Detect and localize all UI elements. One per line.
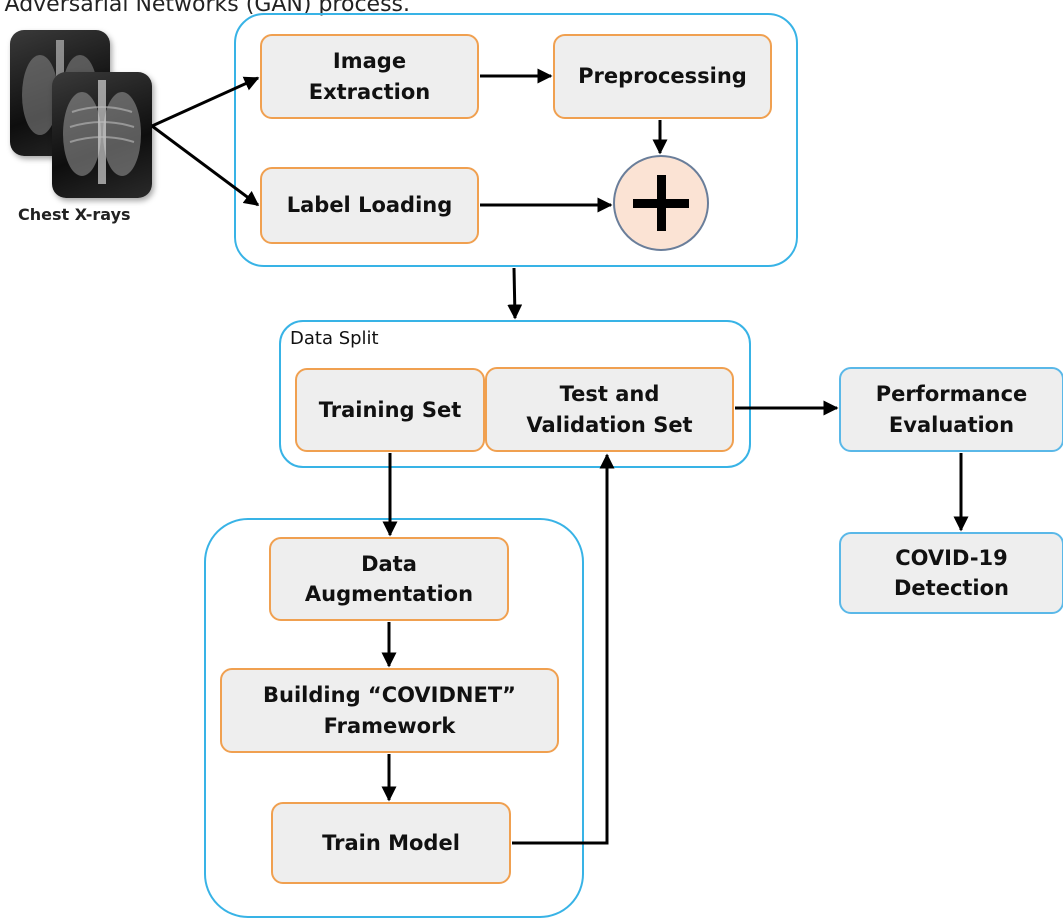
performance-evaluation-box: Performance Evaluation — [839, 367, 1063, 452]
data-split-title: Data Split — [290, 328, 379, 349]
train-model-box: Train Model — [271, 802, 511, 884]
flow-arrows — [151, 68, 969, 845]
arrow-extraction-group-to-data-split — [507, 267, 523, 320]
test-validation-set-box: Test and Validation Set — [485, 367, 734, 452]
covid-detection-box: COVID-19 Detection — [839, 532, 1063, 614]
arrow-train-model-to-test-validation — [512, 453, 615, 845]
preprocessing-box: Preprocessing — [553, 34, 772, 119]
arrow-xray-to-image-extraction — [151, 76, 260, 128]
extraction-group — [234, 13, 798, 267]
arrow-xray-to-label-loading — [151, 124, 260, 207]
figure-caption: e Adversarial Networks (GAN) process. — [0, 0, 411, 17]
training-set-box: Training Set — [295, 368, 485, 452]
image-extraction-box: Image Extraction — [260, 34, 479, 119]
chest-xray-image-front — [52, 72, 152, 198]
plus-icon — [613, 155, 709, 251]
label-loading-box: Label Loading — [260, 167, 479, 244]
chest-xrays-label: Chest X-rays — [18, 205, 131, 224]
data-split-group — [279, 320, 751, 468]
building-framework-box: Building “COVIDNET” Framework — [220, 668, 559, 753]
data-augmentation-box: Data Augmentation — [269, 537, 509, 621]
